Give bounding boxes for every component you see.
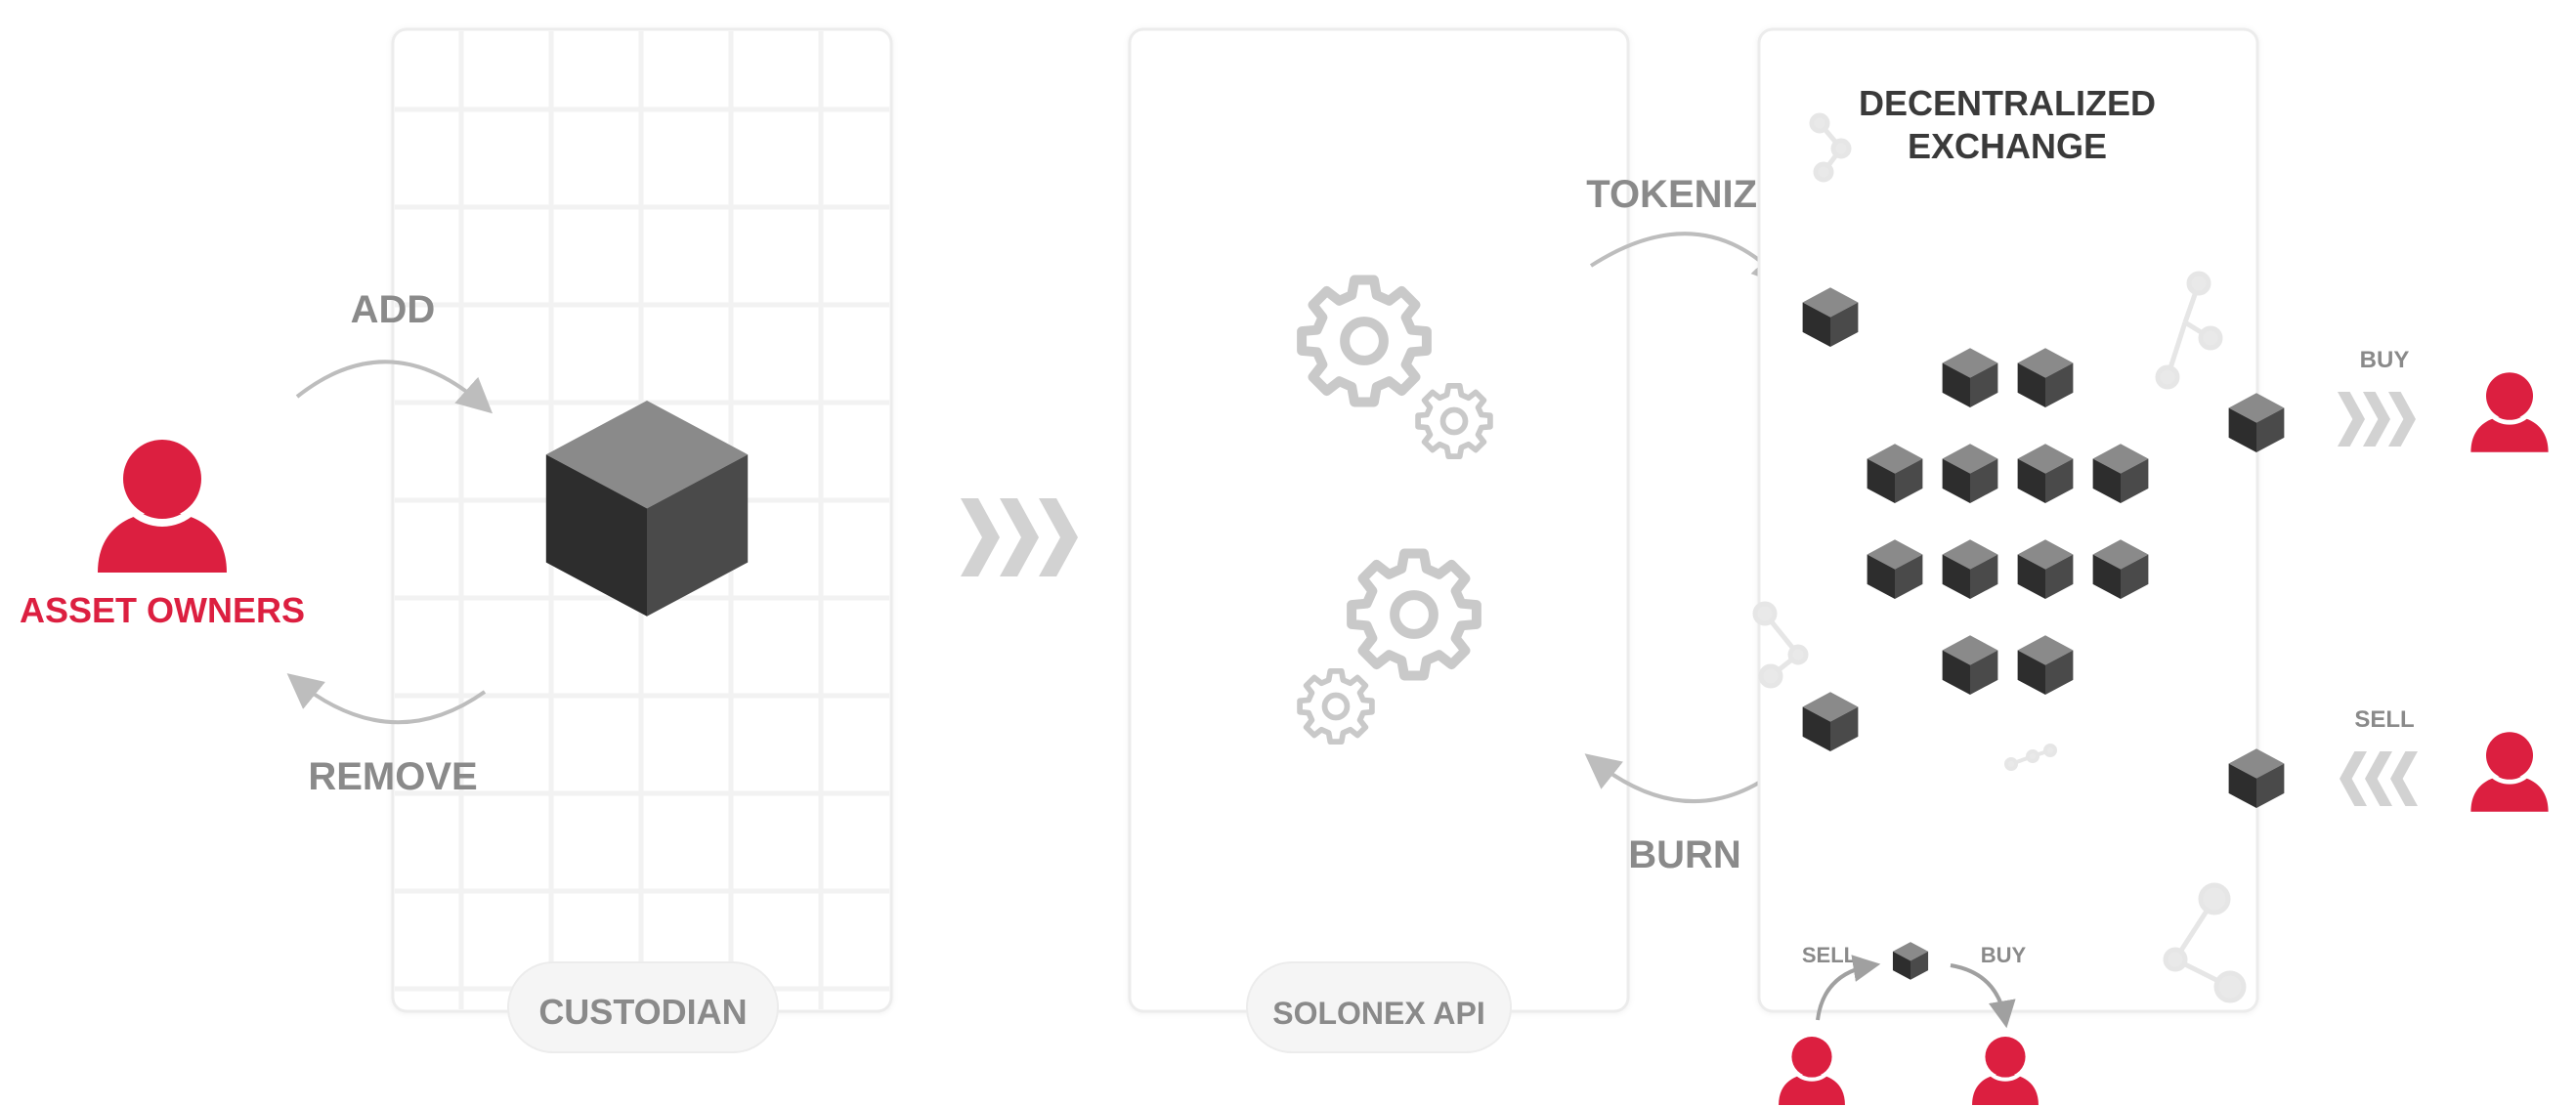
dex-panel: DECENTRALIZED EXCHANGE: [1752, 27, 2259, 1029]
bottom-sell-label: SELL: [1802, 943, 1857, 967]
person-icon: [98, 435, 227, 573]
custodian-panel: CUSTODIAN: [391, 27, 893, 1053]
chevrons-icon: [2338, 392, 2416, 447]
sell-label: SELL: [2354, 706, 2414, 733]
person-icon: [2470, 369, 2548, 452]
molecule-icon: [1752, 601, 1809, 689]
asset-owners: ASSET OWNERS: [20, 435, 305, 630]
tokenize-label: TOKENIZE: [1586, 173, 1783, 216]
tokenize-arrow: TOKENIZE: [1586, 173, 1788, 287]
chevrons-icon: [961, 498, 1078, 576]
solonex-api-panel: SOLONEX API: [1128, 27, 1630, 1053]
custodian-label: CUSTODIAN: [538, 992, 747, 1032]
asset-owners-label: ASSET OWNERS: [20, 590, 305, 630]
chevrons-icon: [2340, 751, 2418, 806]
sell-flow: SELL: [2228, 706, 2549, 812]
buy-flow: BUY: [2228, 347, 2549, 452]
person-icon: [2470, 729, 2548, 812]
dex-title-line1: DECENTRALIZED: [1859, 83, 2156, 123]
molecule-icon: [1809, 112, 1852, 183]
burn-arrow: BURN: [1584, 753, 1782, 876]
molecule-icon: [2004, 744, 2057, 771]
person-icon: [1972, 1034, 2039, 1105]
molecule-icon: [2163, 882, 2247, 1003]
solonex-api-label: SOLONEX API: [1272, 996, 1485, 1031]
add-label: ADD: [351, 288, 436, 331]
person-icon: [1779, 1034, 1845, 1105]
molecule-icon: [2155, 271, 2223, 390]
custodian-pill: [507, 961, 779, 1053]
dex-title-line2: EXCHANGE: [1908, 126, 2107, 166]
buy-label: BUY: [2360, 347, 2410, 373]
burn-label: BURN: [1628, 833, 1741, 876]
add-arrow: ADD: [295, 288, 494, 414]
p2p-trade: SELL BUY: [1802, 942, 2027, 1029]
remove-arrow: REMOVE: [286, 673, 487, 798]
bottom-buy-label: BUY: [1981, 943, 2027, 967]
remove-label: REMOVE: [308, 755, 477, 798]
api-pill: [1246, 961, 1512, 1053]
